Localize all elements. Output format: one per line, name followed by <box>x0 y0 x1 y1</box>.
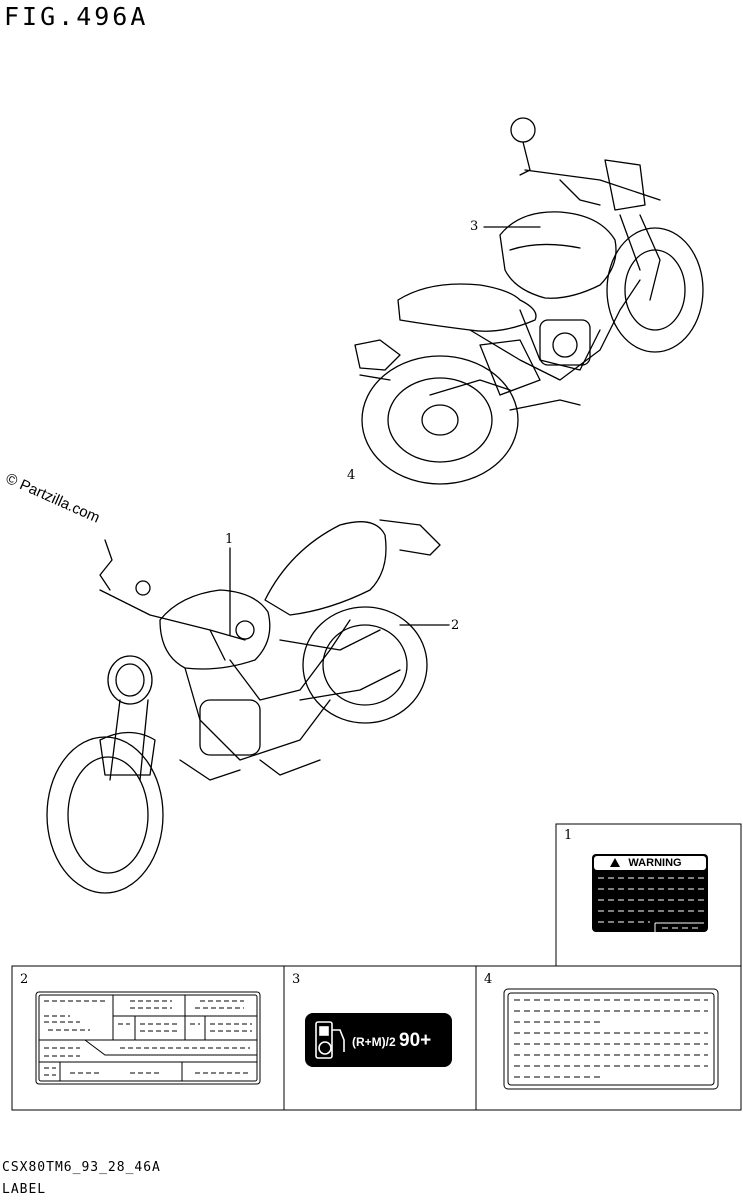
panel-3-number: 3 <box>292 972 301 987</box>
panel-2-number: 2 <box>20 972 29 987</box>
octane-value: 90+ <box>399 1030 432 1051</box>
fuel-pump-icon <box>315 1021 345 1059</box>
callout-1: 1 <box>225 532 234 547</box>
motorcycle-front-view <box>46 519 441 894</box>
callout-2: 2 <box>451 618 460 633</box>
warning-heading: WARNING <box>628 857 682 869</box>
callout-4: 4 <box>347 468 356 483</box>
figure-caption: LABEL <box>2 1182 47 1197</box>
figure-code: CSX80TM6_93_28_46A <box>2 1160 161 1175</box>
panel-1-number: 1 <box>564 828 573 843</box>
panels-row-frame <box>11 965 742 1111</box>
motorcycle-rear-view <box>354 117 704 485</box>
spec-label <box>35 991 261 1085</box>
octane-label <box>305 1013 452 1067</box>
callout-3: 3 <box>470 219 479 234</box>
figure-title: FIG.496A <box>4 2 149 31</box>
warning-label <box>592 854 708 932</box>
octane-formula: (R+M)/2 <box>352 1035 396 1049</box>
octane-rating: (R+M)/2 90+ <box>352 1030 431 1052</box>
panel-4-number: 4 <box>484 972 493 987</box>
warning-triangle-icon <box>610 858 620 867</box>
